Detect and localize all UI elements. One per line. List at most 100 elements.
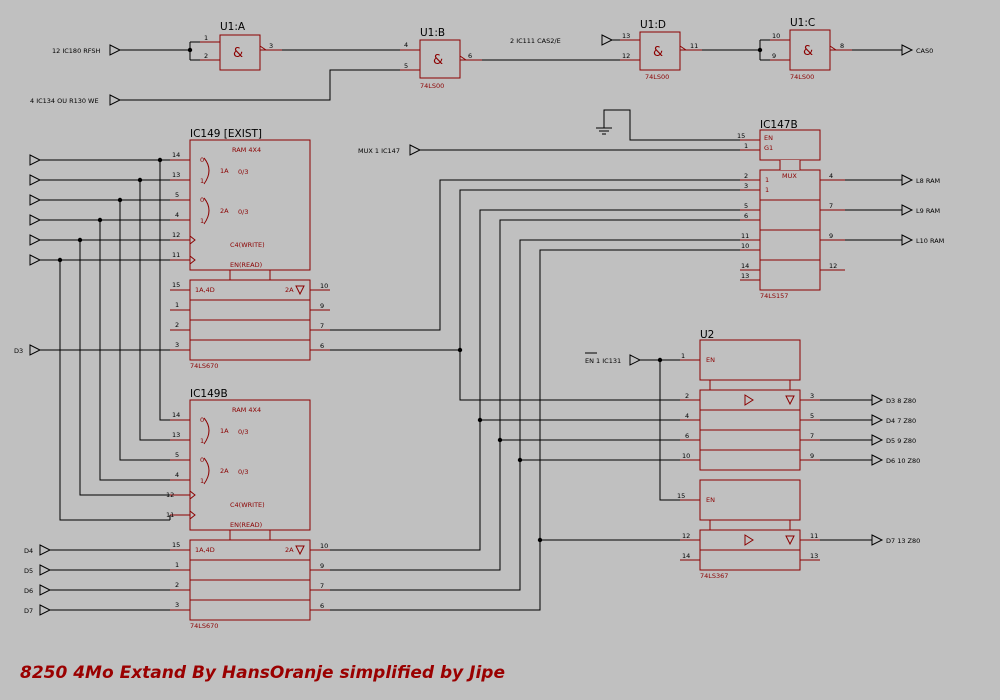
signal-mux: MUX 1 IC147 xyxy=(358,147,400,155)
gate-u1c: & U1:C 74LS00 10 9 8 xyxy=(770,17,852,81)
pin-label: 3 xyxy=(175,341,179,349)
ic-label: MUX xyxy=(782,172,797,180)
pin-label: 4 xyxy=(404,41,408,49)
pin-label: 12 xyxy=(166,491,174,499)
ic-label: 2A xyxy=(220,467,229,475)
part-label: 74LS00 xyxy=(420,82,444,90)
ic-label: EN xyxy=(706,356,715,364)
pin-label: 10 xyxy=(320,282,328,290)
gate-u1d: & U1:D 74LS00 13 12 11 xyxy=(620,19,702,81)
ic-label: 1A,4D xyxy=(195,546,215,554)
pin-label: 14 xyxy=(741,262,749,270)
pin-label: 9 xyxy=(829,232,833,240)
signal-d3z: D3 8 Z80 xyxy=(886,397,916,405)
pin-label: 2 xyxy=(744,172,748,180)
pin-label: 14 xyxy=(682,552,690,560)
pin-label: 5 xyxy=(175,451,179,459)
pin-label: 10 xyxy=(741,242,749,250)
signal-en: EN 1 IC131 xyxy=(585,357,621,365)
pin-label: 2 xyxy=(685,392,689,400)
signal-l9: L9 RAM xyxy=(916,207,940,215)
gate-u1a: & U1:A 1 2 3 xyxy=(200,21,282,71)
ic-label: 2A xyxy=(285,546,294,554)
pin-label: 15 xyxy=(677,492,685,500)
ic-label: 1 xyxy=(200,477,204,485)
pin-label: 9 xyxy=(320,302,324,310)
pin-label: 4 xyxy=(175,211,179,219)
pin-label: 2 xyxy=(175,321,179,329)
pin-label: 5 xyxy=(175,191,179,199)
pin-label: 11 xyxy=(690,42,698,50)
ic-label: 0 xyxy=(200,196,204,204)
pin-label: 6 xyxy=(320,342,324,350)
pin-label: 4 xyxy=(175,471,179,479)
gate-symbol: & xyxy=(233,46,243,61)
pin-label: 2 xyxy=(204,52,208,60)
pin-label: 13 xyxy=(622,32,630,40)
ic-label: 0/3 xyxy=(238,428,248,436)
ic-label: 1A xyxy=(220,427,229,435)
part-label: 74LS00 xyxy=(645,73,669,81)
signal-d4: D4 xyxy=(24,547,33,555)
pin-label: 5 xyxy=(744,202,748,210)
gate-ref: U1:D xyxy=(640,19,666,31)
ic-label: 1 xyxy=(200,177,204,185)
pin-label: 13 xyxy=(741,272,749,280)
part-label: 74LS00 xyxy=(790,73,814,81)
signal-d7z: D7 13 Z80 xyxy=(886,537,920,545)
ic149b: IC149B RAM 4X4 0 1 1A 0/3 0 1 2A 0/3 C4(… xyxy=(166,388,330,630)
footer-caption: 8250 4Mo Extand By HansOranje simplified… xyxy=(20,663,505,683)
pin-label: 11 xyxy=(810,532,818,540)
signal-d6: D6 xyxy=(24,587,33,595)
part-label: 74LS670 xyxy=(190,362,218,370)
ic-ref: IC149 [EXIST] xyxy=(190,128,262,140)
pin-label: 6 xyxy=(320,602,324,610)
ic-label: 0 xyxy=(200,456,204,464)
pin-label: 9 xyxy=(320,562,324,570)
data-inputs xyxy=(29,344,170,616)
pin-label: 3 xyxy=(175,601,179,609)
ic-label: EN(READ) xyxy=(230,521,262,529)
ic-label: 1A,4D xyxy=(195,286,215,294)
part-label: 74LS157 xyxy=(760,292,788,300)
ic-label: 2A xyxy=(220,207,229,215)
pin-label: 11 xyxy=(172,251,180,259)
address-bus xyxy=(29,154,171,521)
pin-label: 8 xyxy=(840,42,844,50)
pin-label: 14 xyxy=(172,411,180,419)
u2-outputs xyxy=(820,394,884,546)
signal-d5: D5 xyxy=(24,567,33,575)
pin-label: 1 xyxy=(744,142,748,150)
pin-label: 10 xyxy=(682,452,690,460)
ic-label: RAM 4X4 xyxy=(232,146,261,154)
ic-label: 1A xyxy=(220,167,229,175)
ic-label: 0 xyxy=(200,416,204,424)
gate-symbol: & xyxy=(803,44,813,59)
part-label: 74LS367 xyxy=(700,572,728,580)
ic-label: 0/3 xyxy=(238,208,248,216)
pin-label: 3 xyxy=(810,392,814,400)
pin-label: 15 xyxy=(172,541,180,549)
pin-label: 7 xyxy=(810,432,814,440)
signal-l8: L8 RAM xyxy=(916,177,940,185)
gate-ref: U1:B xyxy=(420,27,445,39)
pin-label: 1 xyxy=(204,34,208,42)
gate-symbol: & xyxy=(433,53,443,68)
gate-ref: U1:C xyxy=(790,17,815,29)
ic-label: RAM 4X4 xyxy=(232,406,261,414)
u2-buffer: U2 EN EN 74LS367 1 2 4 6 10 3 5 7 9 15 1… xyxy=(677,329,820,580)
pin-label: 7 xyxy=(320,582,324,590)
signal-d4z: D4 7 Z80 xyxy=(886,417,916,425)
gate-ref: U1:A xyxy=(220,21,246,33)
pin-label: 7 xyxy=(829,202,833,210)
pin-label: 3 xyxy=(744,182,748,190)
pin-label: 15 xyxy=(737,132,745,140)
pin-label: 11 xyxy=(741,232,749,240)
ic-label: 1 xyxy=(200,437,204,445)
ic-ref: U2 xyxy=(700,329,714,341)
ic-label: 1 xyxy=(200,217,204,225)
ic-label: EN xyxy=(764,134,773,142)
ic-label: C4(WRITE) xyxy=(230,241,265,249)
ic-label: EN xyxy=(706,496,715,504)
